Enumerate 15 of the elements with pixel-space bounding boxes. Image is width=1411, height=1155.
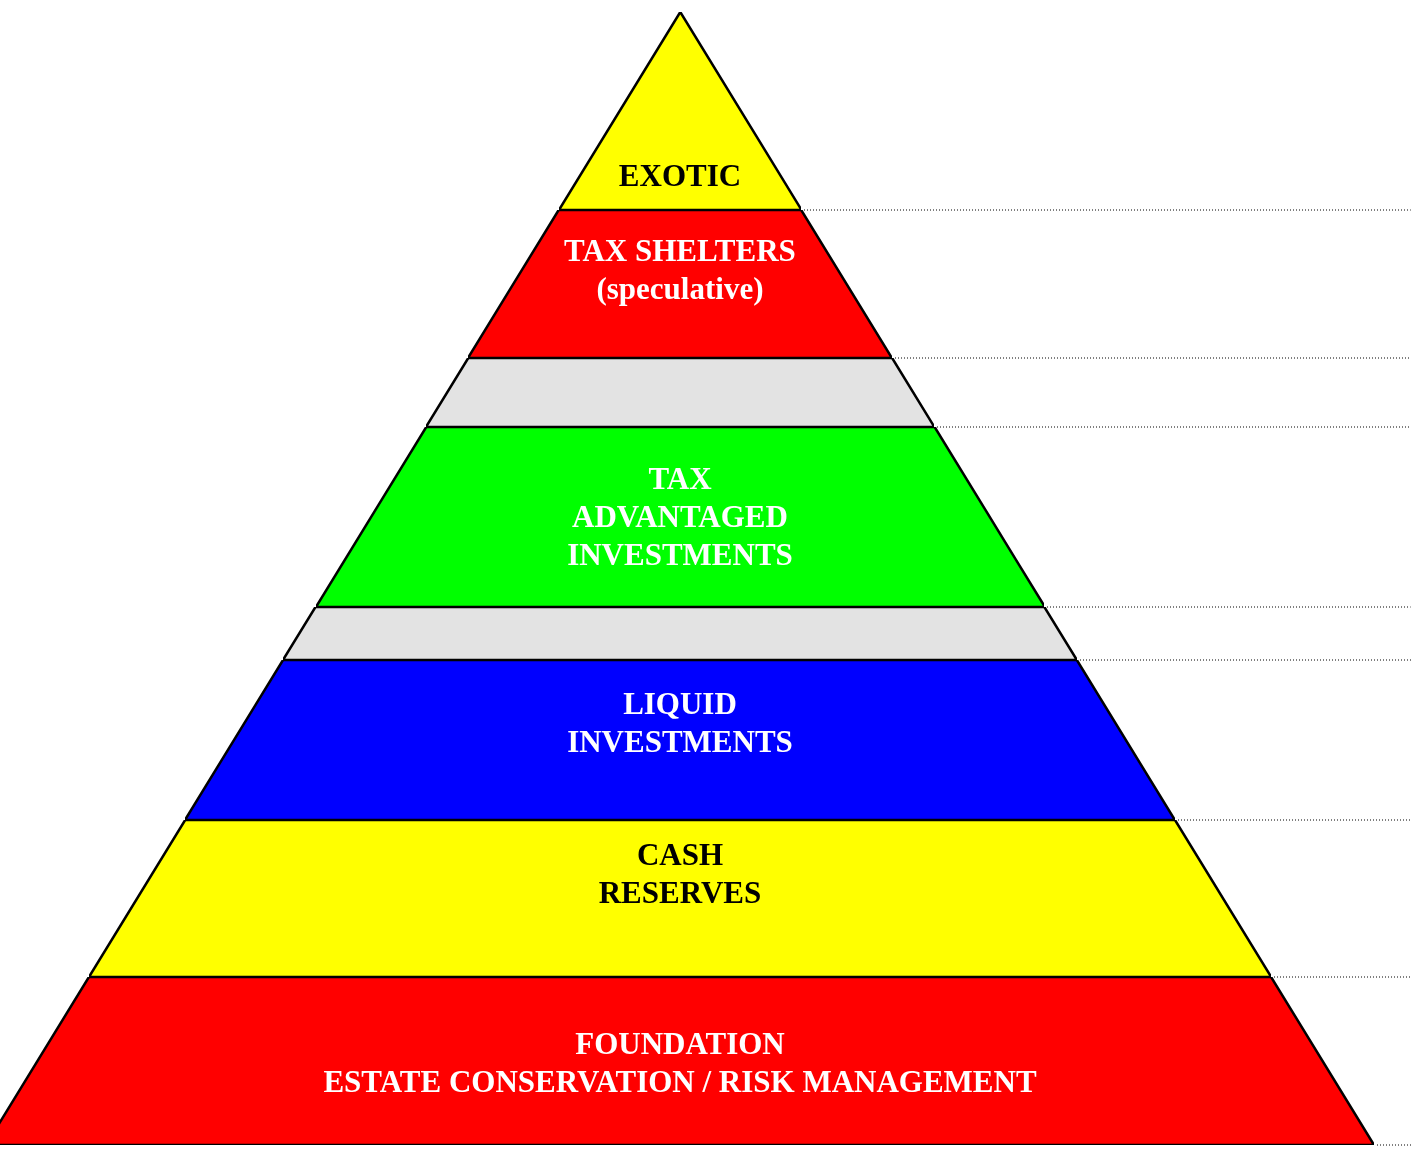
empty-pyramid-tier <box>425 358 935 427</box>
tier-label: CASH RESERVES <box>597 836 763 912</box>
tier-label: TAX ADVANTAGED INVESTMENTS <box>566 460 794 574</box>
pyramid-tier <box>315 427 1045 607</box>
tier-label: FOUNDATION <box>575 1025 785 1063</box>
empty-pyramid-tier <box>283 607 1077 660</box>
tier-label: EXOTIC <box>618 157 742 195</box>
pyramid-tier <box>468 210 892 358</box>
tier-description: ESTATE CONSERVATION / RISK MANAGEMENT <box>323 1063 1037 1101</box>
tier-label: LIQUID INVESTMENTS <box>566 685 794 761</box>
pyramid-tier <box>88 820 1272 977</box>
pyramid-tier <box>558 12 802 210</box>
tier-label: TAX SHELTERS (speculative) <box>563 232 797 308</box>
pyramid-tier <box>0 977 1374 1145</box>
pyramid-tier <box>185 660 1175 820</box>
